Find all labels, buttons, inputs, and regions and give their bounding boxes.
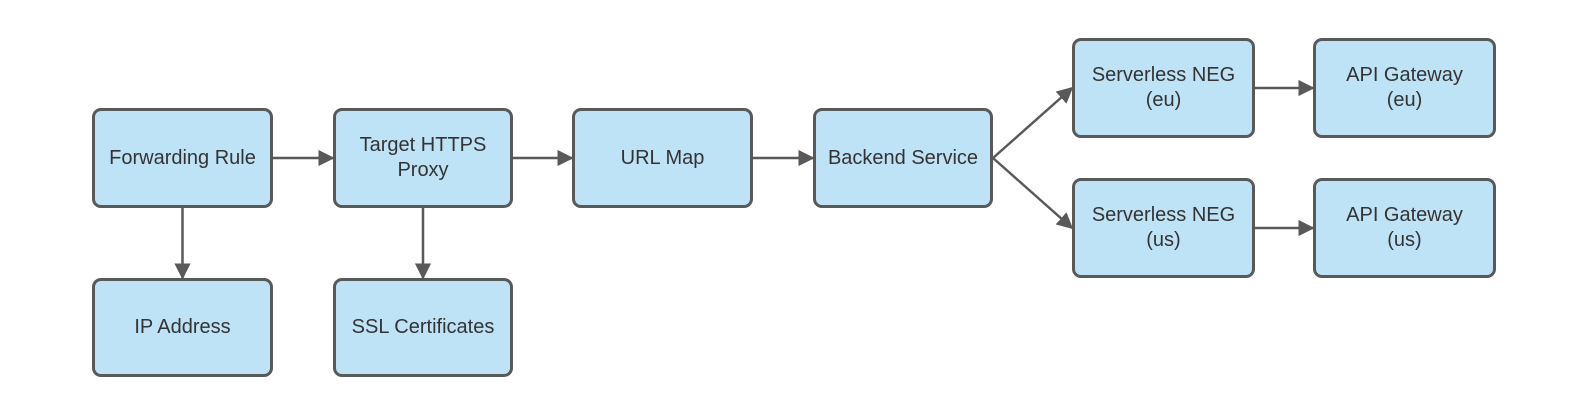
node-api-gateway-eu: API Gateway (eu) — [1313, 38, 1496, 138]
node-target-https-proxy: Target HTTPS Proxy — [333, 108, 513, 208]
node-label: (eu) — [1386, 89, 1423, 111]
node-serverless-neg-us: Serverless NEG (us) — [1072, 178, 1255, 278]
node-label: (eu) — [1145, 89, 1182, 111]
node-label: SSL Certificates — [351, 316, 495, 338]
connectors — [174, 79, 1315, 280]
connector-backend-service-to-serverless-neg-us — [992, 157, 1074, 230]
node-label: Serverless NEG — [1091, 64, 1236, 86]
node-label: Forwarding Rule — [109, 146, 256, 169]
node-ip-address: IP Address — [92, 278, 273, 377]
node-label: Serverless NEG — [1091, 204, 1236, 226]
node-api-gateway-us: API Gateway (us) — [1313, 178, 1496, 278]
node-label: Backend Service — [827, 146, 979, 169]
node-label: URL Map — [620, 146, 705, 169]
node-url-map: URL Map — [572, 108, 753, 208]
node-label: IP Address — [134, 316, 231, 338]
node-label: Target HTTPS — [359, 134, 487, 156]
node-label: (us) — [1146, 229, 1181, 251]
node-label: API Gateway — [1346, 64, 1463, 86]
connector-backend-service-to-serverless-neg-eu — [992, 86, 1074, 159]
node-forwarding-rule: Forwarding Rule — [92, 108, 273, 208]
node-label: (us) — [1387, 229, 1422, 251]
node-backend-service: Backend Service — [813, 108, 993, 208]
node-label: Proxy — [397, 159, 449, 181]
node-ssl-certificates: SSL Certificates — [333, 278, 513, 377]
node-label: API Gateway — [1346, 204, 1463, 226]
node-serverless-neg-eu: Serverless NEG (eu) — [1072, 38, 1255, 138]
